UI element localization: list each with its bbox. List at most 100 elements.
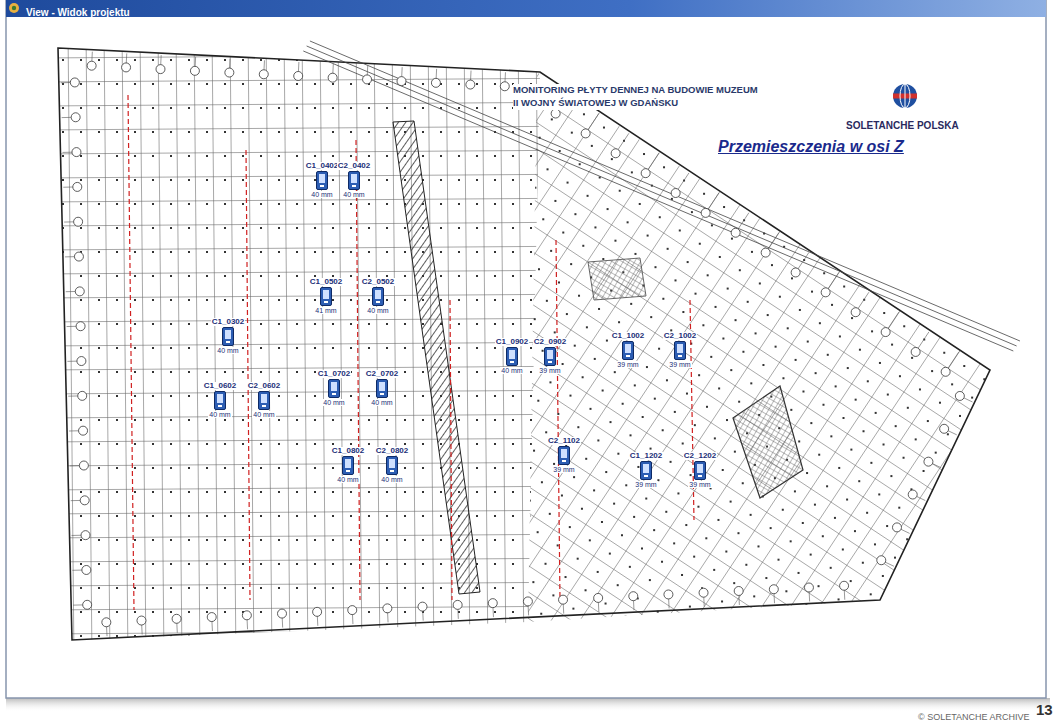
sensor-id: C2_0802 — [375, 447, 409, 455]
axis-bubble — [594, 593, 603, 602]
column-dot — [810, 554, 812, 556]
sensor-window — [625, 344, 631, 353]
sensor-body — [694, 462, 705, 480]
column-dot — [554, 200, 556, 202]
column-dot — [847, 367, 849, 369]
column-dot — [677, 492, 679, 494]
column-dot — [570, 263, 572, 265]
column-dot — [975, 478, 977, 480]
column-dot — [654, 398, 656, 400]
column-dot — [994, 623, 996, 625]
column-dot — [880, 230, 882, 232]
column-dot — [944, 220, 946, 222]
column-dot — [806, 472, 808, 474]
sensor-window — [643, 464, 649, 473]
column-dot — [860, 217, 862, 219]
column-dot — [977, 84, 979, 86]
sensor-id: C2_1002 — [663, 332, 697, 340]
column-dot — [832, 172, 834, 174]
column-dot — [923, 470, 925, 472]
grid-line — [299, 0, 1060, 721]
column-dot — [787, 196, 789, 198]
column-dot — [538, 268, 540, 270]
column-dot — [537, 531, 539, 533]
sensor-led — [626, 355, 630, 357]
column-dot — [521, 468, 523, 470]
column-dot — [772, 133, 774, 135]
column-dot — [742, 482, 744, 484]
sensor-body — [376, 380, 387, 398]
column-dot — [710, 356, 712, 358]
column-dot — [787, 327, 789, 329]
column-dot — [686, 393, 688, 395]
displacement-value: 40 mm — [322, 399, 345, 406]
column-dot — [939, 402, 941, 404]
column-dot — [764, 101, 766, 103]
column-dot — [811, 291, 813, 293]
column-dot — [547, 168, 549, 170]
column-dot — [956, 202, 958, 204]
column-dot — [614, 240, 616, 242]
sensor-window — [261, 394, 267, 403]
column-dot — [916, 175, 918, 177]
grid-line — [0, 0, 461, 395]
slab-outline — [58, 48, 990, 640]
column-dot — [846, 499, 848, 501]
column-dot — [852, 186, 854, 188]
column-dot — [834, 517, 836, 519]
column-dot — [709, 619, 711, 621]
sensor-led — [332, 393, 336, 395]
axis-bubble — [881, 328, 890, 337]
sensor-marker: C1_050241 mm — [309, 278, 343, 315]
column-dot — [815, 241, 817, 243]
sensor-led — [346, 470, 350, 472]
column-dot — [617, 453, 619, 455]
column-dot — [802, 522, 804, 524]
axis-bubble — [172, 614, 181, 623]
displacement-value: 40 mm — [336, 476, 359, 483]
grid-line — [319, 0, 1060, 721]
axis-bubble — [79, 461, 88, 470]
column-dot — [800, 177, 802, 179]
column-dot — [968, 315, 970, 317]
view-heading: Przemieszczenia w osi Z — [718, 138, 904, 155]
column-dot — [639, 203, 641, 205]
column-dot — [902, 588, 904, 590]
column-dot — [798, 440, 800, 442]
column-dot — [922, 601, 924, 603]
sensor-id: C1_1002 — [611, 332, 645, 340]
column-dot — [925, 76, 927, 78]
sensor-window — [677, 344, 683, 353]
column-dot — [573, 476, 575, 478]
sensor-marker: C2_050240 mm — [361, 278, 395, 315]
grid-line — [0, 0, 821, 633]
sensor-led — [678, 355, 682, 357]
axis-bubble — [156, 65, 165, 74]
column-dot — [804, 128, 806, 130]
column-dot — [733, 582, 735, 584]
column-dot — [936, 189, 938, 191]
sensor-marker: C2_100239 mm — [663, 332, 697, 369]
column-dot — [577, 558, 579, 560]
column-dot — [618, 321, 620, 323]
sensor-led — [698, 475, 702, 477]
grid-line — [0, 0, 621, 501]
column-dot — [980, 297, 982, 299]
column-dot — [603, 127, 605, 129]
column-dot — [988, 328, 990, 330]
sensor-window — [323, 290, 329, 299]
column-dot — [778, 559, 780, 561]
sensor-icon — [328, 379, 340, 398]
column-dot — [577, 426, 579, 428]
sensor-id: C1_1202 — [629, 452, 663, 460]
column-dot — [946, 565, 948, 567]
column-dot — [625, 616, 627, 618]
column-dot — [816, 109, 818, 111]
grid-line — [0, 0, 801, 620]
column-dot — [661, 561, 663, 563]
sensor-led — [390, 470, 394, 472]
column-dot — [779, 296, 781, 298]
column-dot — [681, 574, 683, 576]
axis-bubble — [701, 208, 710, 217]
column-dot — [693, 556, 695, 558]
